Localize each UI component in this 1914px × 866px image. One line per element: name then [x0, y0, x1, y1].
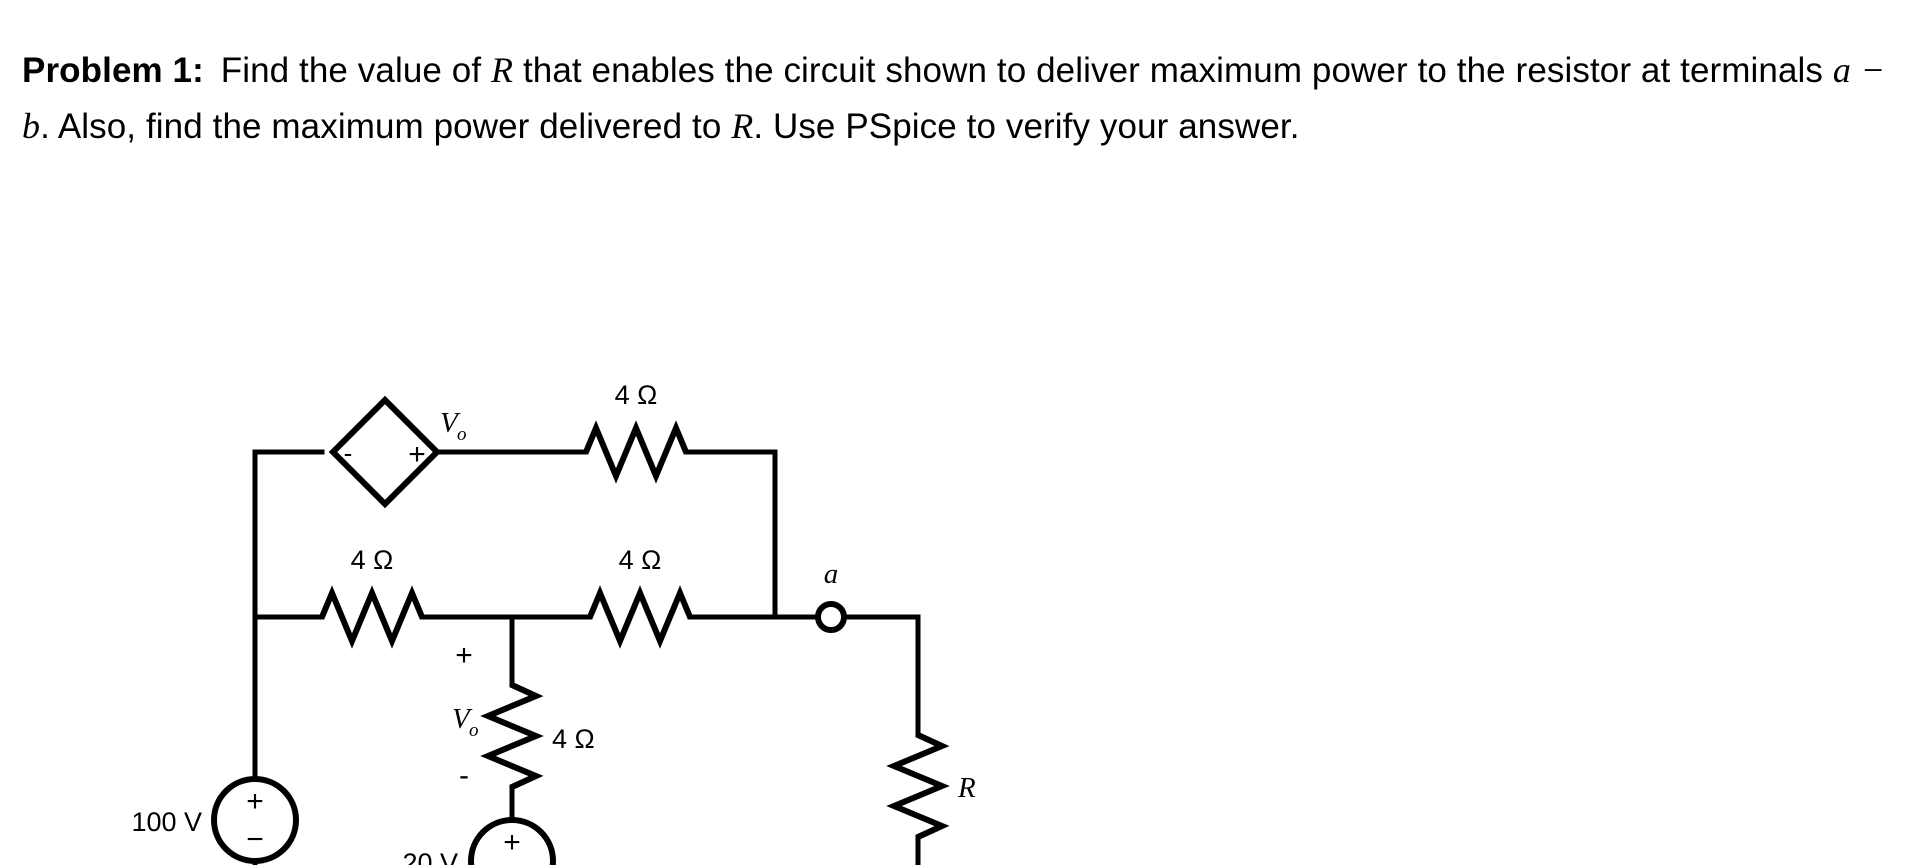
terminal-a-node — [815, 601, 847, 633]
resistor-vertical-label: 4 Ω — [552, 724, 595, 754]
resistor-top-symbol — [583, 420, 689, 484]
problem-text-3: . Also, find the maximum power delivered… — [40, 106, 722, 146]
problem-text-4: . Use PSpice to verify your answer. — [753, 106, 1300, 146]
resistor-load-label: R — [957, 772, 976, 804]
dependent-source-label-subscript: o — [457, 424, 467, 445]
problem-text-2: that enables the circuit shown to delive… — [522, 51, 1824, 90]
vo-label: V — [452, 703, 473, 735]
variable-b: b — [22, 105, 41, 146]
resistor-vertical-symbol — [480, 682, 544, 790]
source-20v-minus: − — [503, 864, 521, 865]
circuit-diagram: - + V o 4 Ω 4 Ω 4 Ω a — [0, 165, 1100, 865]
dependent-source-label: V — [440, 407, 461, 439]
dependent-source-plus: + — [408, 438, 426, 471]
vo-plus-sign: + — [455, 639, 473, 672]
dependent-source-diamond — [328, 395, 442, 509]
resistor-mid-left-label: 4 Ω — [351, 545, 394, 575]
source-100v-minus: − — [246, 823, 264, 856]
variable-a: a — [1832, 50, 1851, 90]
problem-text-1: Find the value of — [220, 51, 482, 90]
source-100v-label: 100 V — [131, 807, 202, 837]
vo-minus-sign: - — [459, 759, 469, 792]
resistor-mid-right-label: 4 Ω — [619, 545, 662, 575]
variable-r-first: R — [491, 50, 514, 90]
vo-label-subscript: o — [469, 720, 479, 741]
problem-statement: Problem 1: Find the value of R that enab… — [22, 43, 1902, 155]
resistor-mid-left-symbol — [319, 585, 425, 649]
resistor-load-symbol — [886, 732, 950, 840]
source-20v-circle — [468, 817, 556, 865]
wire-terminal-a-to-load — [841, 614, 921, 738]
wire-load-to-terminal-b — [915, 834, 921, 865]
problem-label: Problem 1: — [22, 51, 204, 90]
resistor-mid-right-symbol — [587, 585, 693, 649]
terminal-a-label: a — [824, 558, 839, 590]
minus-sign: − — [1860, 50, 1886, 90]
variable-r-second: R — [731, 105, 754, 146]
source-100v-plus: + — [246, 785, 264, 818]
source-20v-plus: + — [503, 826, 521, 859]
resistor-top-label: 4 Ω — [615, 380, 658, 410]
source-20v-label: 20 V — [402, 848, 458, 865]
dependent-source-minus: - — [344, 438, 353, 468]
wire-top-right-corner — [683, 449, 778, 620]
